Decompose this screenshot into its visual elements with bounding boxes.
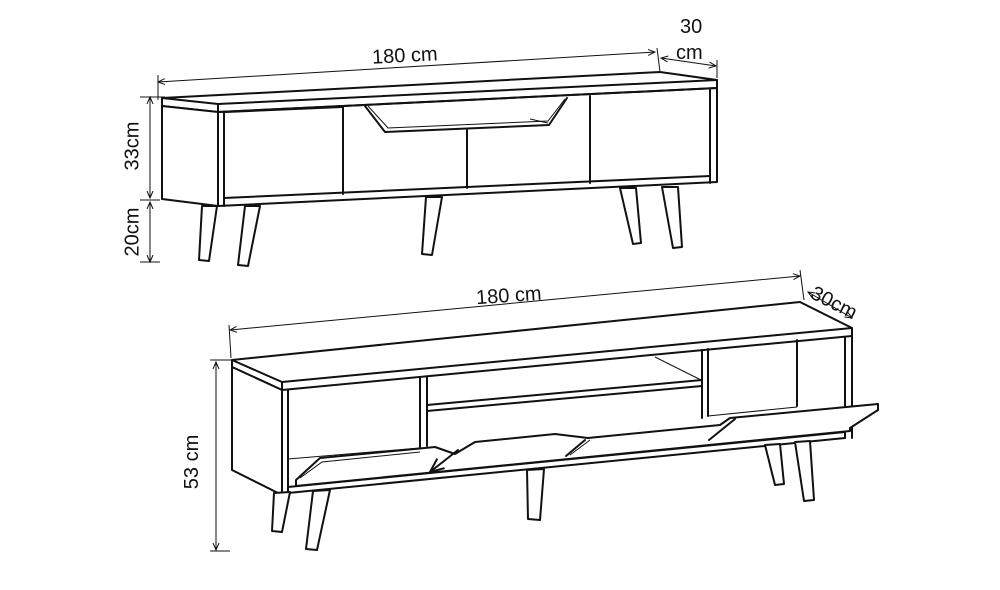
top-leg-height-label: 20cm [121,207,144,257]
bottom-width-label: 180 cm [475,282,543,310]
closed-cabinet [140,47,718,267]
top-width-label: 180 cm [371,43,439,69]
bottom-total-height-label: 53 cm [181,434,204,490]
top-depth-label-line2: cm [676,42,703,64]
open-cabinet [210,269,879,552]
top-depth-label-line1: 30 [680,16,703,38]
top-body-height-label: 33cm [121,121,144,171]
